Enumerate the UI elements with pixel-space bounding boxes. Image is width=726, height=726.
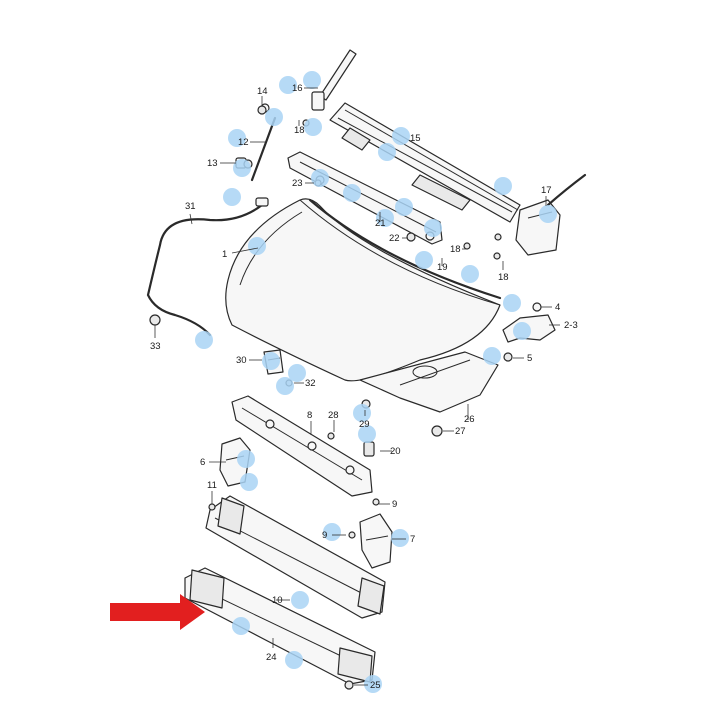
lower-member-part [184,567,376,685]
highlight-dot [291,591,309,609]
callout-13: 13 [207,158,218,169]
callout-24: 24 [266,652,277,663]
highlight-dot [415,251,433,269]
highlight-dot [311,169,329,187]
callout-1: 1 [222,249,227,260]
red-arrow-icon [110,594,205,630]
highlight-dot [503,294,521,312]
callout-21: 21 [375,218,386,229]
callout-14: 14 [257,86,268,97]
callout-12: 12 [238,137,249,148]
highlight-dot [378,143,396,161]
callout-22: 22 [389,233,400,244]
highlight-dot [195,331,213,349]
callout-15: 15 [410,133,421,144]
callout-4: 4 [555,302,560,313]
highlight-dot [353,404,371,422]
highlight-dot [233,159,251,177]
highlight-dot [494,177,512,195]
callout-29: 29 [359,419,370,430]
callout-18-right: 18 [498,272,509,283]
highlight-dot [483,347,501,365]
callout-28: 28 [328,410,339,421]
wiper-arm-part [311,49,357,111]
callout-16: 16 [292,83,303,94]
highlight-dot [461,265,479,283]
highlight-dot [232,617,250,635]
highlight-dot [539,205,557,223]
leader-lines [154,87,560,686]
callout-5: 5 [527,353,532,364]
highlight-dot [343,184,361,202]
callout-11: 11 [207,480,217,491]
cowl-panel-part [329,102,521,223]
callout-23: 23 [292,178,303,189]
callout-32: 32 [305,378,316,389]
highlight-dot [279,76,297,94]
callout-10: 10 [272,595,283,606]
highlight-dot [288,364,306,382]
bumper-reinforcement-part [205,495,386,619]
callout-19: 19 [437,262,448,273]
highlight-dot [424,219,442,237]
highlight-dot [303,71,321,89]
highlight-dot [248,237,266,255]
highlight-dot [265,108,283,126]
callout-17: 17 [541,185,552,196]
callout-18-upper: 18 [294,125,305,136]
highlight-dot [262,352,280,370]
callout-9-lower: 9 [322,530,327,541]
callout-33: 33 [150,341,161,352]
highlight-dot [276,377,294,395]
callout-20: 20 [390,446,401,457]
callout-25: 25 [370,680,381,691]
highlight-dot [364,675,382,693]
highlight-dot [358,425,376,443]
hood-insulator-part [359,351,499,413]
callout-26: 26 [464,414,475,425]
callout-2-3: 2-3 [564,320,578,331]
highlight-dot [323,523,341,541]
highlight-dot [513,322,531,340]
highlight-dot [240,473,258,491]
callout-27: 27 [455,426,466,437]
highlight-dot [395,198,413,216]
callout-6: 6 [200,457,205,468]
highlight-dots [195,71,557,693]
highlight-dot [237,450,255,468]
upper-member-part [231,395,373,497]
highlight-dot [392,127,410,145]
callout-18-middle: 18 [450,244,461,255]
highlight-dot [285,651,303,669]
callout-30: 30 [236,355,247,366]
hood-panel-part [225,198,501,382]
callout-31: 31 [185,201,196,212]
callout-8: 8 [307,410,312,421]
highlight-dot [391,529,409,547]
highlight-dot [304,118,322,136]
highlight-dot [228,129,246,147]
highlight-dot [376,209,394,227]
callout-labels: 1 2-3 4 5 6 7 8 9 9 10 11 12 13 14 16 15… [150,83,578,691]
right-bracket-part [359,513,393,569]
release-cable-part [146,197,269,337]
callout-7: 7 [410,534,415,545]
callout-9-upper: 9 [392,499,397,510]
highlight-dot [223,188,241,206]
weatherstrip-part [308,198,502,300]
